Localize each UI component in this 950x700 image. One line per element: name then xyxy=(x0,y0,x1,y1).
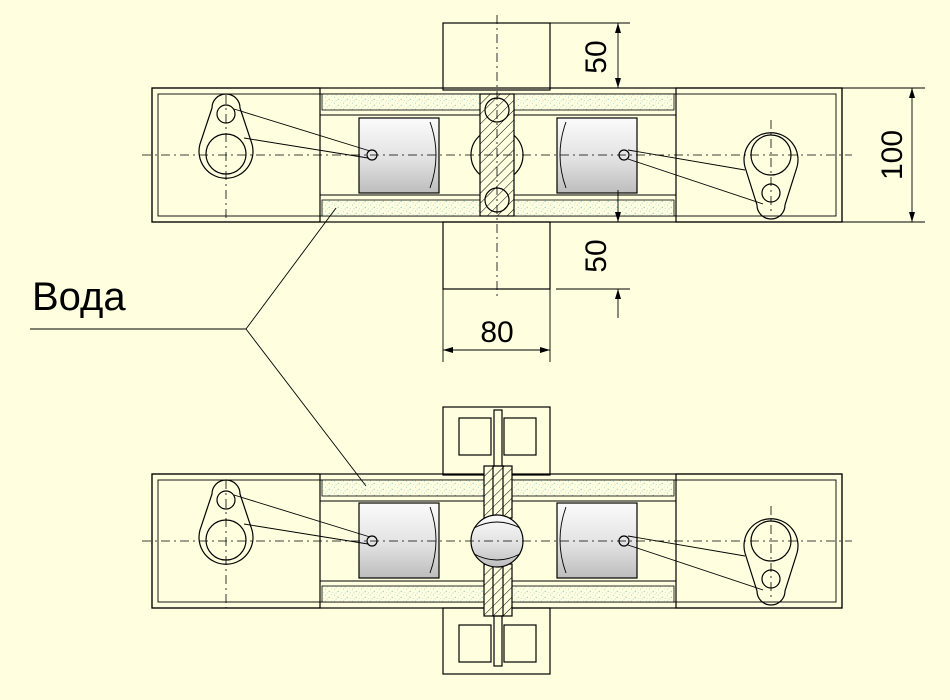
bottom-assembly xyxy=(142,406,852,675)
bottom-shaft-sleeve-upper xyxy=(483,465,513,519)
top-vertical-member-lower xyxy=(442,221,551,290)
top-right-roller xyxy=(556,117,638,194)
water-label: Вода xyxy=(32,275,126,319)
dim-bottom-gap: 50 xyxy=(580,239,613,272)
water-leader: Вода xyxy=(30,207,367,487)
top-vertical-member-upper xyxy=(442,22,551,91)
dim-width: 80 xyxy=(480,316,513,349)
dim-top-gap: 50 xyxy=(580,40,613,73)
top-left-roller xyxy=(358,117,440,194)
bottom-right-roller xyxy=(556,502,638,579)
dim-height: 100 xyxy=(876,130,909,180)
dimensions: 50 50 100 80 xyxy=(442,22,925,362)
bottom-shaft-sleeve-lower xyxy=(483,563,513,617)
bottom-left-roller xyxy=(358,502,440,579)
top-assembly xyxy=(142,15,852,296)
